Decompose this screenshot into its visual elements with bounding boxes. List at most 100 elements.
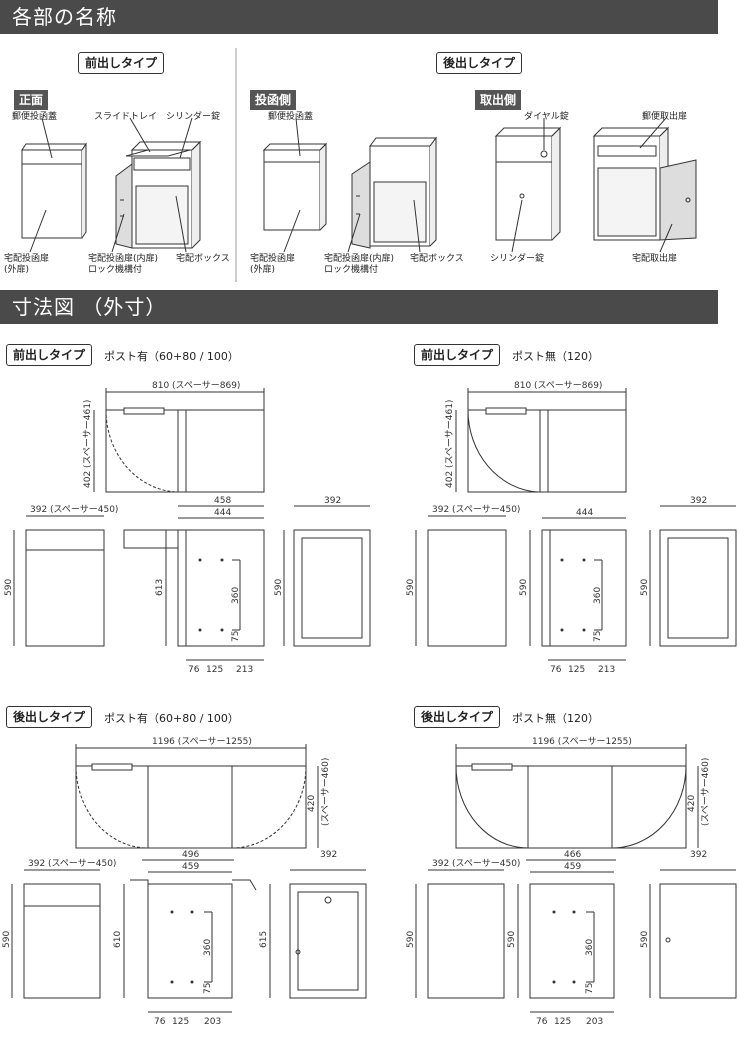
front-type-label: 前出しタイプ xyxy=(78,52,165,74)
rear-out-closed-cabinet xyxy=(494,118,562,253)
rear-nopost-bottom-1: 125 xyxy=(554,1017,571,1027)
front-post-inner-b: 75 xyxy=(231,631,241,642)
label-outer-door: 宅配投函扉 xyxy=(4,254,50,264)
rear-post-side-outer: 496 xyxy=(182,850,199,860)
front-post-front-width: 392 (スペーサー450) xyxy=(30,504,118,515)
rear-post-height-side: 610 xyxy=(113,931,123,948)
dim-front-nopost-top xyxy=(455,388,627,493)
rear-post-top-width: 1196 (スペーサー1255) xyxy=(152,736,252,747)
dim-rear-post-top xyxy=(75,744,319,849)
dims-section-title: 寸法図 （外寸） xyxy=(0,290,718,324)
rear-in-view-label: 投函側 xyxy=(250,90,297,110)
rear-post-top-depth-1: 420 xyxy=(307,795,317,812)
front-post-top-depth: 402 (スペーサー461) xyxy=(82,400,93,488)
rear-post-height-side2: 615 xyxy=(259,931,269,948)
front-post-height-side: 613 xyxy=(155,579,165,596)
label-outer-door-sub: (外扉) xyxy=(4,265,30,275)
rear-nopost-side-inner: 459 xyxy=(564,862,581,872)
front-post-inner-h: 360 xyxy=(231,587,241,604)
rear-post-bottom-0: 76 xyxy=(154,1017,166,1027)
dim-front-post-front xyxy=(13,515,105,647)
label-rear-outer-door-sub: (外扉) xyxy=(250,265,276,275)
rear-in-open-cabinet xyxy=(347,136,437,253)
parts-section-title: 各部の名称 xyxy=(0,0,718,34)
front-nopost-inner-h: 360 xyxy=(593,587,603,604)
dim-rear-post-front xyxy=(11,869,101,999)
front-post-back-width: 392 xyxy=(324,496,341,506)
front-nopost-height-front: 590 xyxy=(406,579,416,596)
dims-front-nopost-title: 前出しタイプ xyxy=(414,344,501,366)
dim-rear-nopost-front xyxy=(415,869,505,999)
rear-nopost-front-width: 392 (スペーサー450) xyxy=(432,858,520,869)
label-rear-mail-lid: 郵便投函蓋 xyxy=(268,112,314,122)
front-closed-cabinet xyxy=(21,117,87,253)
dims-front-post-title: 前出しタイプ xyxy=(6,344,93,366)
rear-in-closed-cabinet xyxy=(262,117,328,253)
label-mail-out-door: 郵便取出扉 xyxy=(642,112,688,122)
rear-nopost-top-width: 1196 (スペーサー1255) xyxy=(532,736,632,747)
front-view-label: 正面 xyxy=(14,90,49,110)
label-mail-lid: 郵便投函蓋 xyxy=(12,112,58,122)
label-dial-lock: ダイヤル錠 xyxy=(524,112,569,122)
front-nopost-inner-b: 75 xyxy=(593,631,603,642)
front-nopost-top-width: 810 (スペーサー869) xyxy=(514,380,602,391)
front-post-bottom-2: 213 xyxy=(236,665,253,675)
front-post-side-outer: 458 xyxy=(214,496,231,506)
rear-post-height-front: 590 xyxy=(2,931,12,948)
dim-front-nopost-side xyxy=(529,517,627,661)
dim-front-post-back xyxy=(283,505,371,647)
label-inner-door: 宅配投函扉(内扉) xyxy=(88,254,159,264)
rear-nopost-top-depth-1: 420 xyxy=(687,795,697,812)
front-nopost-bottom-2: 213 xyxy=(598,665,615,675)
rear-nopost-back-width: 392 xyxy=(690,850,707,860)
dim-rear-nopost-side xyxy=(517,859,616,1013)
rear-post-side-inner: 459 xyxy=(182,862,199,872)
rear-post-bottom-1: 125 xyxy=(172,1017,189,1027)
rear-nopost-inner-b: 75 xyxy=(585,983,595,994)
dims-rear-post-variant: ポスト有（60+80 / 100） xyxy=(104,712,239,725)
front-nopost-back-width: 392 xyxy=(690,496,707,506)
front-nopost-bottom-0: 76 xyxy=(550,665,562,675)
dim-rear-post-back xyxy=(289,869,367,999)
dim-front-post-top xyxy=(93,388,265,493)
dim-rear-nopost-top xyxy=(455,744,699,849)
front-nopost-side-depth: 444 xyxy=(576,508,593,518)
label-rear-cylinder-lock: シリンダー錠 xyxy=(490,254,545,264)
front-nopost-top-depth: 402 (スペーサー461) xyxy=(444,400,455,488)
front-open-cabinet xyxy=(111,117,202,253)
rear-post-back-width: 392 xyxy=(320,850,337,860)
front-post-height-front: 590 xyxy=(4,579,14,596)
front-post-bottom-1: 125 xyxy=(206,665,223,675)
rear-post-top-depth-2: (スペーサー460) xyxy=(320,758,331,826)
dims-front-nopost-variant: ポスト無（120） xyxy=(512,350,599,363)
front-nopost-bottom-1: 125 xyxy=(568,665,585,675)
rear-out-open-cabinet xyxy=(592,117,697,253)
label-cylinder-lock: シリンダー錠 xyxy=(166,112,221,122)
rear-nopost-top-depth-2: (スペーサー460) xyxy=(700,758,711,826)
dim-front-nopost-front xyxy=(415,515,507,647)
rear-post-inner-b: 75 xyxy=(203,983,213,994)
dims-rear-post-title: 後出しタイプ xyxy=(6,706,93,728)
dim-rear-nopost-back xyxy=(649,869,737,999)
rear-type-label: 後出しタイプ xyxy=(436,52,523,74)
label-rear-inner-door: 宅配投函扉(内扉) xyxy=(324,254,395,264)
front-nopost-height-side: 590 xyxy=(519,579,529,596)
rear-nopost-side-outer: 466 xyxy=(564,850,581,860)
dims-rear-nopost-title: 後出しタイプ xyxy=(414,706,501,728)
label-rear-outer-door: 宅配投函扉 xyxy=(250,254,296,264)
dim-front-nopost-back xyxy=(649,505,737,647)
rear-nopost-height-back: 590 xyxy=(640,931,650,948)
rear-nopost-height-front: 590 xyxy=(406,931,416,948)
rear-out-view-label: 取出側 xyxy=(475,90,522,110)
front-nopost-front-width: 392 (スペーサー450) xyxy=(432,504,520,515)
label-box: 宅配ボックス xyxy=(176,254,230,264)
label-parcel-out-door: 宅配取出扉 xyxy=(632,254,678,264)
label-rear-box: 宅配ボックス xyxy=(410,254,464,264)
dim-front-post-side xyxy=(123,505,265,661)
front-post-side-inner: 444 xyxy=(214,508,231,518)
rear-nopost-height-side: 590 xyxy=(507,931,517,948)
rear-post-bottom-2: 203 xyxy=(204,1017,221,1027)
rear-nopost-bottom-2: 203 xyxy=(586,1017,603,1027)
front-post-height-back: 590 xyxy=(274,579,284,596)
